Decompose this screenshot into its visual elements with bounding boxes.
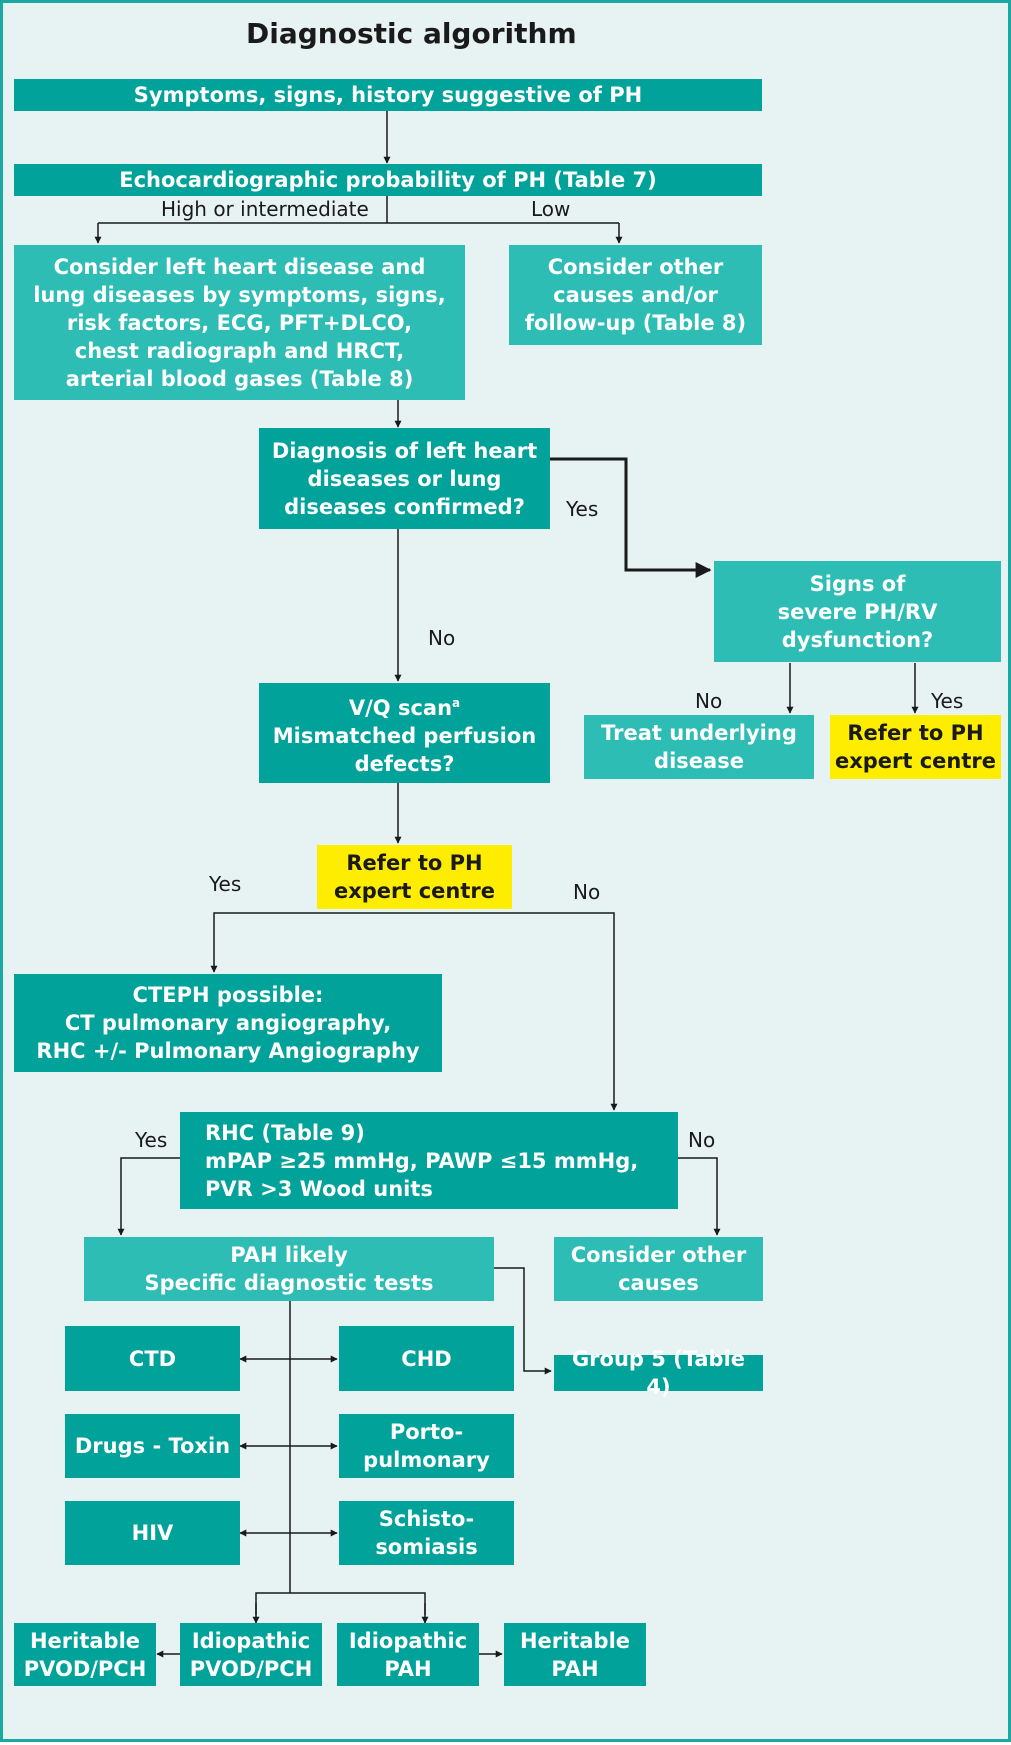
- box-portopulmonary: Porto- pulmonary: [339, 1414, 514, 1478]
- box-diagnosis-confirmed: Diagnosis of left heart diseases or lung…: [259, 428, 550, 529]
- box-idiopathic-pah: Idiopathic PAH: [337, 1623, 479, 1686]
- box-consider-other-followup: Consider other causes and/or follow-up (…: [509, 245, 762, 345]
- vq-scan-title: V/Q scan: [348, 695, 453, 720]
- arrow-diag-yes: [550, 457, 712, 578]
- box-heritable-pvod: Heritable PVOD/PCH: [14, 1623, 156, 1686]
- label-vq-no: No: [573, 880, 601, 904]
- label-low: Low: [531, 197, 571, 221]
- vq-scan-footnote-marker: a: [452, 695, 461, 710]
- vq-scan-question: Mismatched perfusion defects?: [272, 723, 537, 776]
- connector-layer: [94, 111, 919, 1658]
- label-signs-no: No: [695, 689, 723, 713]
- box-ctd: CTD: [65, 1326, 240, 1391]
- box-hiv: HIV: [65, 1501, 240, 1565]
- label-rhc-no: No: [688, 1128, 716, 1152]
- box-chd: CHD: [339, 1326, 514, 1391]
- box-signs-severe-ph: Signs of severe PH/RV dysfunction?: [714, 561, 1001, 662]
- arrow-vq-no: [398, 912, 618, 1111]
- box-schistosomiasis: Schisto- somiasis: [339, 1501, 514, 1565]
- box-treat-underlying: Treat underlying disease: [584, 715, 814, 779]
- arrow-pah-group5: [494, 1267, 552, 1375]
- label-vq-yes: Yes: [209, 872, 242, 896]
- arrow-rhc-yes: [117, 1157, 180, 1236]
- box-consider-left-lung: Consider left heart disease and lung dis…: [14, 245, 465, 400]
- box-refer-expert-2: Refer to PH expert centre: [317, 845, 512, 909]
- box-rhc: RHC (Table 9) mPAP ≥25 mmHg, PAWP ≤15 mm…: [180, 1112, 678, 1209]
- box-group5: Group 5 (Table 4): [554, 1347, 763, 1399]
- box-drugs-toxin: Drugs - Toxin: [65, 1414, 240, 1478]
- box-consider-other-causes: Consider other causes: [554, 1237, 763, 1301]
- box-cteph-possible: CTEPH possible: CT pulmonary angiography…: [14, 974, 442, 1072]
- label-rhc-yes: Yes: [135, 1128, 168, 1152]
- label-diag-no: No: [428, 626, 456, 650]
- box-heritable-pah: Heritable PAH: [504, 1623, 646, 1686]
- box-pah-likely: PAH likely Specific diagnostic tests: [84, 1237, 494, 1301]
- arrow-vq-yes: [210, 912, 398, 973]
- arrow-to-idiopathic-pvod: [255, 1592, 426, 1615]
- box-echo-probability: Echocardiographic probability of PH (Tab…: [14, 164, 762, 196]
- diagram-title: Diagnostic algorithm: [246, 17, 577, 50]
- box-symptoms: Symptoms, signs, history suggestive of P…: [14, 79, 762, 111]
- box-refer-expert-1: Refer to PH expert centre: [830, 715, 1001, 779]
- box-idiopathic-pvod: Idiopathic PVOD/PCH: [180, 1623, 322, 1686]
- label-signs-yes: Yes: [931, 689, 964, 713]
- arrow-rhc-no: [678, 1157, 721, 1236]
- label-high-intermediate: High or intermediate: [161, 197, 369, 221]
- label-diag-yes: Yes: [566, 497, 599, 521]
